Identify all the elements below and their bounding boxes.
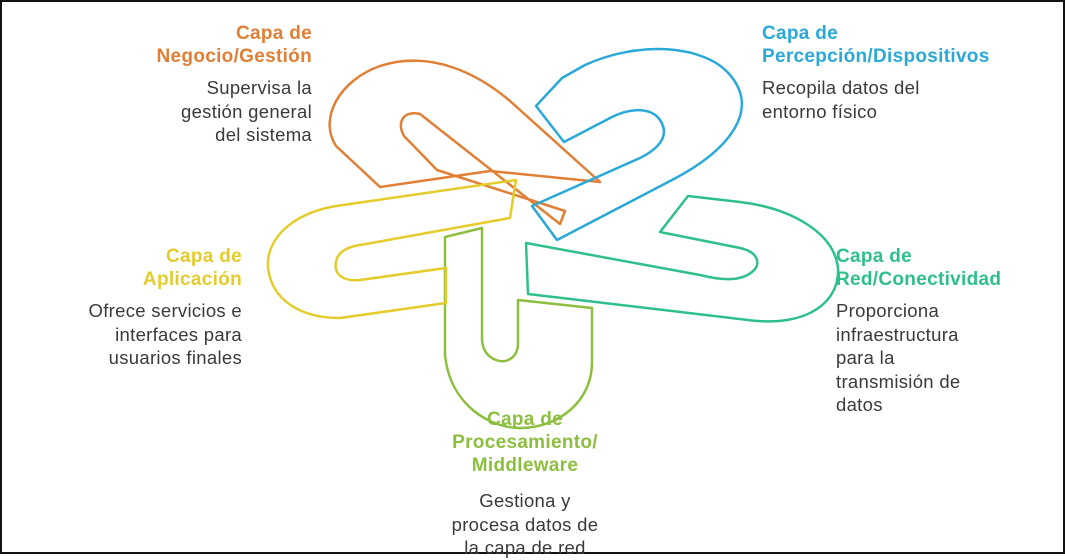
percepcion-desc-line: entorno físico	[762, 100, 878, 122]
percepcion-loop	[530, 47, 743, 242]
red-title: Capa de Red/Conectividad	[836, 245, 1061, 291]
red-desc-line: datos	[836, 394, 883, 415]
negocio-title-line: Negocio/Gestión	[156, 46, 312, 67]
red-desc-line: para la	[836, 347, 895, 368]
aplicacion-description: Ofrece servicios e interfaces para usuar…	[20, 299, 242, 370]
negocio-title: Capa de Negocio/Gestión	[120, 22, 312, 68]
red-title-line: Capa de	[836, 246, 913, 267]
red-desc-line: infraestructura	[836, 323, 959, 345]
procesamiento-desc-line: la capa de red	[464, 537, 586, 558]
procesamiento-title-line: Procesamiento/	[452, 432, 598, 453]
procesamiento-desc-line: procesa datos de	[451, 513, 599, 535]
red-desc-line: transmisión de	[836, 370, 961, 392]
aplicacion-title-line: Capa de	[165, 246, 242, 267]
negocio-desc-line: gestión general	[180, 100, 312, 122]
aplicacion-desc-line: interfaces para	[115, 323, 242, 345]
layer-procesamiento: Capa de Procesamiento/ Middleware Gestio…	[430, 408, 620, 560]
layer-aplicacion: Capa de Aplicación Ofrece servicios e in…	[20, 245, 242, 370]
procesamiento-title-line: Capa de	[486, 409, 563, 430]
red-loop	[524, 194, 840, 323]
procesamiento-title-line: Middleware	[471, 455, 579, 476]
negocio-desc-line: del sistema	[215, 124, 312, 145]
percepcion-title: Capa de Percepción/Dispositivos	[762, 22, 1062, 68]
aplicacion-desc-line: usuarios finales	[108, 347, 242, 368]
negocio-desc-line: Supervisa la	[206, 77, 312, 98]
aplicacion-desc-line: Ofrece servicios e	[88, 300, 242, 321]
layer-negocio: Capa de Negocio/Gestión Supervisa la ges…	[120, 22, 312, 147]
red-desc-line: Proporciona	[836, 300, 940, 321]
percepcion-title-line: Percepción/Dispositivos	[762, 46, 990, 67]
layer-red: Capa de Red/Conectividad Proporciona inf…	[836, 245, 1061, 417]
aplicacion-title: Capa de Aplicación	[20, 245, 242, 291]
procesamiento-desc-line: Gestiona y	[479, 490, 571, 511]
procesamiento-description: Gestiona y procesa datos de la capa de r…	[430, 489, 620, 560]
negocio-description: Supervisa la gestión general del sistema	[120, 76, 312, 147]
percepcion-title-line: Capa de	[762, 23, 839, 44]
red-description: Proporciona infraestructura para la tran…	[836, 299, 1061, 417]
percepcion-desc-line: Recopila datos del	[762, 77, 920, 98]
aplicacion-loop	[266, 178, 518, 320]
percepcion-description: Recopila datos del entorno físico	[762, 76, 1062, 123]
procesamiento-title: Capa de Procesamiento/ Middleware	[430, 408, 620, 477]
layer-percepcion: Capa de Percepción/Dispositivos Recopila…	[762, 22, 1062, 123]
procesamiento-loop	[443, 226, 594, 430]
negocio-loop	[328, 59, 602, 226]
negocio-title-line: Capa de	[235, 23, 312, 44]
red-title-line: Red/Conectividad	[836, 269, 1002, 290]
aplicacion-title-line: Aplicación	[142, 269, 242, 290]
